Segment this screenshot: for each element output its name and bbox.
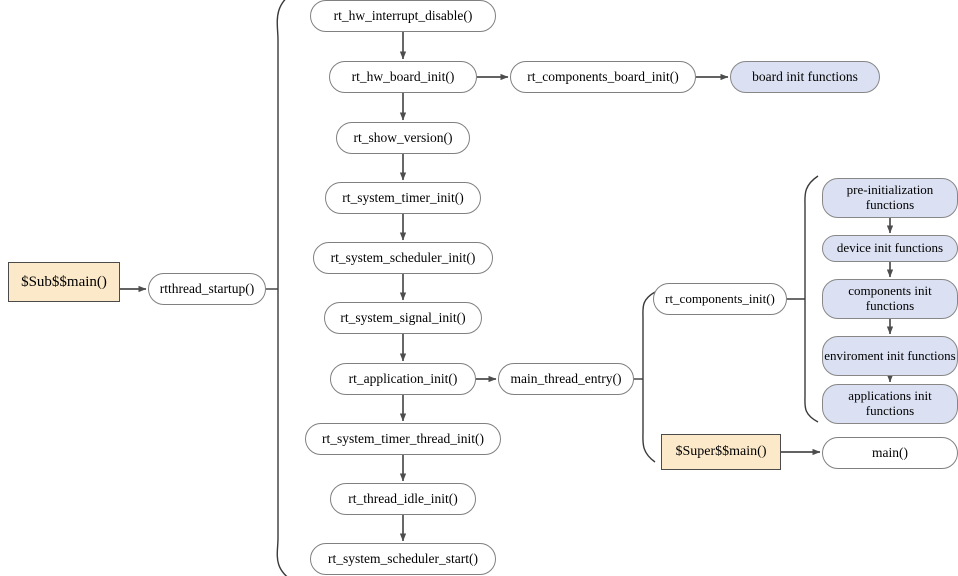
node-device-init-functions-label: device init functions	[836, 240, 944, 256]
node-main[interactable]: main()	[822, 437, 958, 469]
node-rt-system-timer-thread-init[interactable]: rt_system_timer_thread_init()	[305, 423, 501, 455]
node-rt-system-scheduler-start[interactable]: rt_system_scheduler_start()	[310, 543, 496, 575]
node-super-main[interactable]: $Super$$main()	[661, 434, 781, 470]
node-components-init-functions[interactable]: components init functions	[822, 279, 958, 319]
node-rt-system-timer-init-label: rt_system_timer_init()	[342, 190, 464, 206]
node-rt-application-init[interactable]: rt_application_init()	[330, 363, 476, 395]
brace-group	[266, 0, 819, 576]
node-rtthread-startup-label: rtthread_startup()	[159, 281, 255, 297]
brace-components-group	[804, 175, 819, 423]
node-rt-components-init-label: rt_components_init()	[665, 290, 775, 306]
node-sub-main-label: $Sub$$main()	[21, 273, 107, 290]
node-main-thread-entry-label: main_thread_entry()	[510, 371, 622, 387]
node-rt-system-scheduler-init-label: rt_system_scheduler_init()	[330, 250, 476, 266]
brace-entry-group	[642, 291, 656, 463]
node-rt-components-board-init-label: rt_components_board_init()	[527, 69, 679, 85]
node-rtthread-startup[interactable]: rtthread_startup()	[148, 273, 266, 305]
node-rt-hw-interrupt-disable-label: rt_hw_interrupt_disable()	[333, 8, 473, 24]
node-rt-system-signal-init[interactable]: rt_system_signal_init()	[324, 302, 482, 334]
arrow-group	[120, 32, 894, 542]
node-enviroment-init-functions-label: enviroment init functions	[824, 347, 956, 363]
node-pre-initialization-functions-label: pre-initialization functions	[846, 182, 934, 212]
node-rt-system-timer-thread-init-label: rt_system_timer_thread_init()	[322, 431, 484, 447]
node-rt-components-board-init[interactable]: rt_components_board_init()	[510, 61, 696, 93]
node-rt-system-scheduler-init[interactable]: rt_system_scheduler_init()	[313, 242, 493, 274]
node-main-label: main()	[872, 445, 908, 461]
brace-main-column	[276, 0, 288, 576]
node-components-init-functions-label: components init functions	[848, 283, 932, 313]
node-device-init-functions[interactable]: device init functions	[822, 235, 958, 262]
node-rt-show-version[interactable]: rt_show_version()	[336, 122, 470, 154]
node-rt-system-timer-init[interactable]: rt_system_timer_init()	[325, 182, 481, 214]
node-rt-thread-idle-init-label: rt_thread_idle_init()	[348, 491, 458, 507]
node-super-main-label: $Super$$main()	[675, 444, 767, 460]
node-rt-application-init-label: rt_application_init()	[348, 371, 458, 387]
node-sub-main[interactable]: $Sub$$main()	[8, 262, 120, 302]
node-rt-system-scheduler-start-label: rt_system_scheduler_start()	[328, 551, 478, 567]
node-applications-init-functions[interactable]: applications init functions	[822, 384, 958, 424]
node-main-thread-entry[interactable]: main_thread_entry()	[498, 363, 634, 395]
node-rt-hw-board-init-label: rt_hw_board_init()	[351, 69, 455, 85]
node-board-init-functions-label: board init functions	[752, 69, 858, 85]
node-applications-init-functions-label: applications init functions	[848, 388, 932, 418]
node-board-init-functions[interactable]: board init functions	[730, 61, 880, 93]
node-rt-thread-idle-init[interactable]: rt_thread_idle_init()	[330, 483, 476, 515]
node-enviroment-init-functions[interactable]: enviroment init functions	[822, 336, 958, 376]
node-rt-hw-interrupt-disable[interactable]: rt_hw_interrupt_disable()	[310, 0, 496, 32]
node-rt-system-signal-init-label: rt_system_signal_init()	[340, 310, 466, 326]
node-rt-hw-board-init[interactable]: rt_hw_board_init()	[329, 61, 477, 93]
node-pre-initialization-functions[interactable]: pre-initialization functions	[822, 178, 958, 218]
node-rt-components-init[interactable]: rt_components_init()	[653, 283, 787, 315]
node-rt-show-version-label: rt_show_version()	[353, 130, 453, 146]
